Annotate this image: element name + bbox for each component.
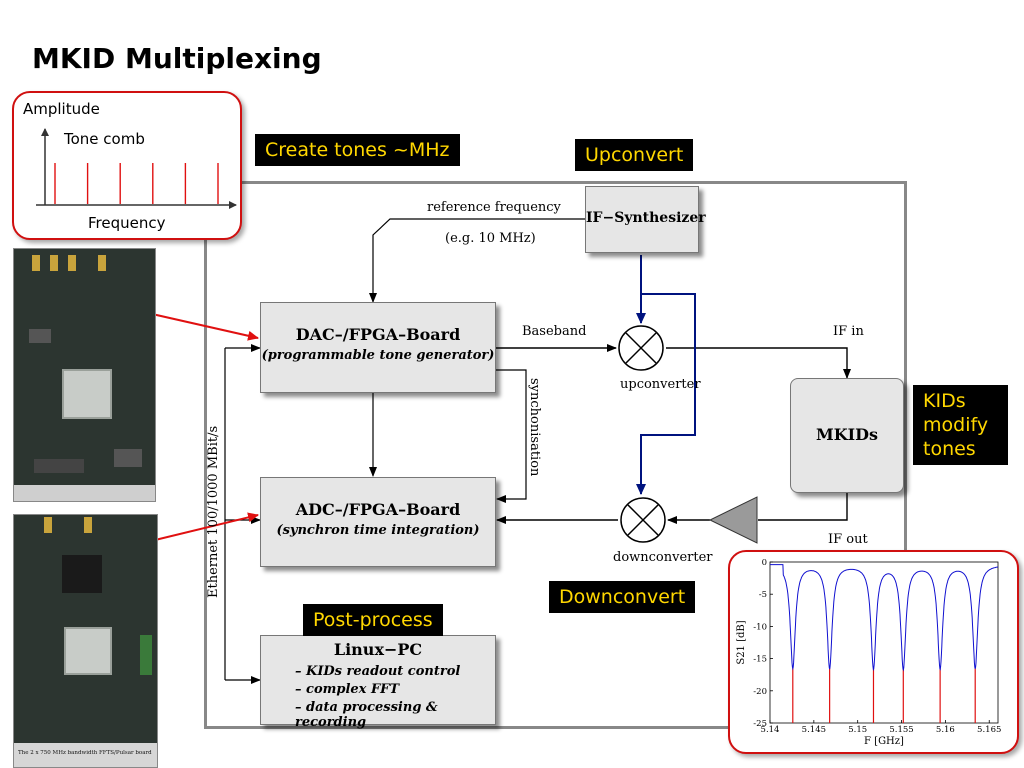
x-tick-label: 5.165	[977, 725, 1001, 735]
downconverter-mixer	[620, 497, 666, 543]
create-tones-callout: Create tones ~MHz	[255, 134, 460, 166]
fpga-chip	[62, 369, 112, 419]
linux-pc-item: – data processing & recording	[295, 700, 438, 730]
board-edge-connector	[14, 485, 155, 501]
diagram-frame	[204, 181, 907, 729]
tone-comb-inset: Amplitude Tone comb Frequency	[12, 91, 242, 240]
x-tick-label: 5.155	[889, 725, 913, 735]
if-in-label: IF in	[833, 324, 864, 339]
slide-title: MKID Multiplexing	[32, 42, 322, 75]
if-synthesizer-label: IF−Synthesizer	[586, 210, 706, 226]
amplifier-symbol	[708, 496, 758, 544]
adc-fpga-block: ADC–/FPGA–Board (synchron time integrati…	[260, 477, 496, 567]
chart-plot-area	[769, 561, 999, 724]
dac-fpga-title: DAC–/FPGA–Board	[295, 325, 461, 344]
linux-pc-block: Linux−PC – KIDs readout control – comple…	[260, 635, 496, 730]
dac-fpga-block: DAC–/FPGA–Board (programmable tone gener…	[260, 302, 496, 393]
tone-comb-x-label: Frequency	[88, 214, 166, 232]
x-axis-label: F [GHz]	[864, 736, 904, 747]
adc-chip	[62, 555, 102, 593]
linux-pc-item: – KIDs readout control	[295, 664, 461, 679]
upconverter-mixer	[618, 325, 664, 371]
sma-connectors	[24, 251, 106, 271]
s21-trace	[770, 564, 999, 672]
s21-chart: 5.14 5.145 5.15 5.155 5.16 5.165 0 -5 -10 -15 -20 -…	[736, 558, 1001, 747]
kids-modify-tones-callout: KIDs modify tones	[913, 385, 1008, 465]
mkids-block: MKIDs	[790, 378, 904, 493]
kids-callout-line: KIDs	[923, 390, 966, 412]
if-synthesizer-block: IF−Synthesizer	[585, 186, 706, 253]
x-tick-label: 5.145	[802, 725, 826, 735]
downconvert-callout: Downconvert	[549, 581, 696, 613]
if-in-line	[666, 347, 851, 379]
tone-comb-legend: Tone comb	[64, 130, 145, 148]
if-out-line	[758, 493, 848, 521]
linux-pc-title: Linux−PC	[333, 640, 423, 659]
adc-fpga-subtitle: (synchron time integration)	[276, 523, 480, 538]
tone-comb-lines	[54, 163, 219, 204]
y-tick-label: -20	[753, 687, 767, 697]
y-tick-label: -10	[753, 622, 767, 632]
kids-callout-line: tones	[923, 438, 976, 460]
y-tick-label: -15	[753, 655, 767, 665]
upconverter-label: upconverter	[620, 377, 701, 392]
mkids-label: MKIDs	[816, 425, 878, 444]
reference-frequency-label: reference frequency	[427, 200, 561, 215]
x-tick-label: 5.16	[936, 725, 955, 735]
ethernet-label: Ethernet 100/1000 MBit/s	[206, 425, 221, 598]
adc-board-photo: The 2 x 750 MHz bandwidth FFTS/Pulsar bo…	[13, 514, 158, 768]
post-process-callout: Post-process	[303, 604, 443, 636]
reference-frequency-line	[369, 218, 585, 303]
downconverter-label: downconverter	[613, 550, 713, 565]
synchronisation-line	[496, 369, 527, 503]
y-axis-label: S21 [dB]	[736, 620, 747, 664]
y-tick-label: -25	[753, 719, 767, 729]
linux-pc-item: – complex FFT	[295, 682, 400, 697]
adc-fpga-title: ADC–/FPGA–Board	[295, 500, 461, 519]
y-tick-label: -5	[759, 590, 767, 600]
dac-board-photo	[13, 248, 156, 502]
upconvert-callout: Upconvert	[575, 139, 694, 171]
board-caption: The 2 x 750 MHz bandwidth FFTS/Pulsar bo…	[18, 750, 152, 756]
if-out-label: IF out	[828, 532, 868, 547]
baseband-label: Baseband	[522, 324, 587, 339]
dac-fpga-subtitle: (programmable tone generator)	[261, 348, 495, 363]
x-tick-label: 5.15	[848, 725, 867, 735]
synchronisation-label: synchonisation	[527, 378, 542, 477]
y-tick-label: 0	[762, 558, 767, 568]
tone-comb-plot	[36, 128, 237, 209]
lo-line-downconverter	[636, 293, 696, 495]
s21-chart-inset: 5.14 5.145 5.15 5.155 5.16 5.165 0 -5 -10 -15 -20 -…	[728, 550, 1019, 754]
tone-comb-y-label: Amplitude	[23, 100, 100, 118]
board-caption-strip: The 2 x 750 MHz bandwidth FFTS/Pulsar bo…	[14, 743, 157, 767]
x-tick-label: 5.14	[761, 725, 780, 735]
reference-frequency-example-label: (e.g. 10 MHz)	[445, 231, 536, 246]
fpga-chip	[64, 627, 112, 675]
kids-callout-line: modify	[923, 414, 989, 436]
